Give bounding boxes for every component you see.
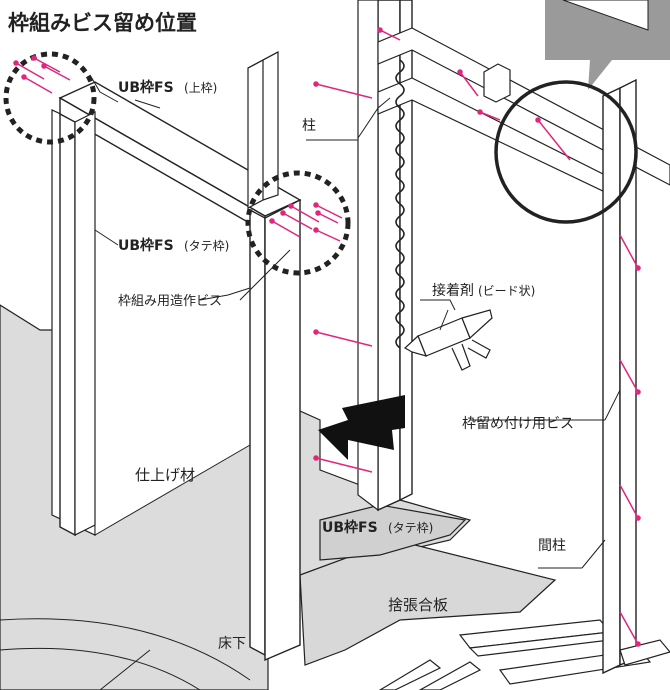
dashed-circle-icon: [3, 51, 97, 145]
label-adhesive-sub: (ビード状): [478, 284, 535, 298]
adhesive-bead: [395, 59, 405, 349]
plywood-step: [319, 504, 467, 561]
stud-base: [619, 639, 670, 666]
label-stud: 間柱: [538, 538, 566, 554]
callout-inner: [562, 0, 649, 31]
stud-front: [602, 86, 621, 675]
pillar-side: [399, 0, 413, 502]
label-frame-screw: 枠留め付け用ビス: [462, 416, 574, 432]
ub-frame-left-inner: [74, 111, 96, 536]
dashed-circle-icon: [245, 170, 351, 276]
short-block: [483, 63, 511, 103]
ub-frame-left-front: [59, 112, 76, 537]
label-ub-top: UB枠FS: [118, 79, 174, 96]
floor-lower-lines: [0, 618, 251, 690]
highlight-circle: [494, 80, 638, 224]
screw-icon: [13, 27, 641, 647]
leader-lines: [89, 74, 621, 569]
label-finish: 仕上げ材: [135, 466, 195, 484]
label-ub-right: UB枠FS: [322, 519, 378, 536]
caulk-gun-icon: [403, 309, 493, 371]
back-post-top: [247, 51, 279, 69]
label-ub-left-sub: (タテ枠): [184, 239, 229, 253]
label-subfloor: 床下: [218, 636, 246, 652]
label-ub-top-sub: (上枠): [184, 81, 217, 95]
pillar-extension: [357, 0, 379, 512]
label-pillar: 柱: [302, 118, 316, 134]
arrow-icon: [318, 395, 405, 460]
plywood-board: [299, 539, 557, 666]
page-title: 枠組みビス留め位置: [8, 11, 197, 35]
label-ub-right-sub: (タテ枠): [388, 521, 433, 535]
label-ub-left: UB枠FS: [118, 237, 174, 254]
label-screw-assembly: 枠組み用造作ビス: [118, 294, 222, 309]
label-plywood: 捨張合板: [388, 596, 448, 614]
beam-upper: [377, 27, 670, 186]
ub-frame-right-side: [264, 198, 301, 662]
label-adhesive: 接着剤: [432, 282, 474, 299]
